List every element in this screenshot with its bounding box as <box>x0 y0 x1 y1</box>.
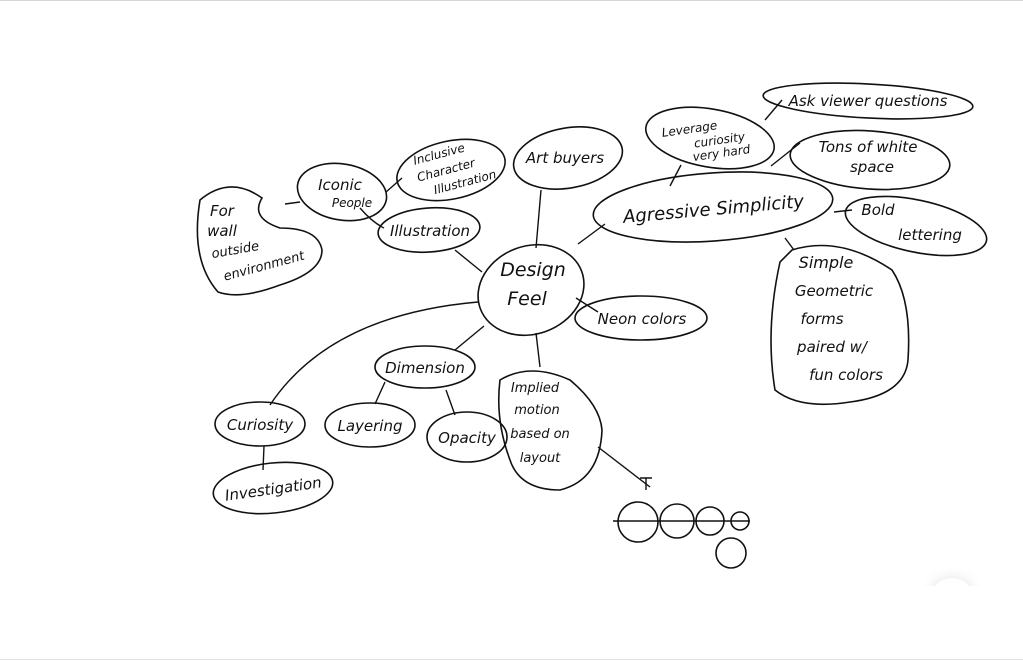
node-label: forms <box>800 310 843 328</box>
node-label: For <box>210 202 235 220</box>
node-label: Neon colors <box>598 310 687 328</box>
node-label: Illustration <box>390 222 470 240</box>
node-inclusive-character-illustration[interactable]: Inclusive Character Illustration <box>391 130 511 210</box>
node-art-buyers[interactable]: Art buyers <box>509 119 628 197</box>
node-label: Implied <box>511 381 560 396</box>
node-implied-motion[interactable]: Implied motion based on layout <box>497 370 603 491</box>
node-aggressive-simplicity[interactable]: Agressive Simplicity <box>591 165 835 250</box>
node-bold-lettering[interactable]: Bold lettering <box>840 186 992 267</box>
canvas-bottom-area <box>900 586 1023 656</box>
node-label: Ask viewer questions <box>788 92 948 110</box>
node-label: Investigation <box>224 473 323 504</box>
node-opacity[interactable]: Opacity <box>426 411 508 463</box>
node-tons-of-white-space[interactable]: Tons of white space <box>788 125 952 194</box>
node-leverage-curiosity[interactable]: Leverage curiosity very hard <box>641 98 779 178</box>
node-label: fun colors <box>809 366 883 384</box>
node-label: lettering <box>898 226 962 244</box>
node-label: Dimension <box>385 359 465 377</box>
node-label: Design <box>500 259 566 281</box>
node-layering[interactable]: Layering <box>324 402 416 448</box>
node-label: Agressive Simplicity <box>621 191 805 228</box>
node-label: Geometric <box>795 282 874 300</box>
node-investigation[interactable]: Investigation <box>211 457 336 519</box>
node-label: based on <box>510 427 570 442</box>
node-label: Bold <box>861 201 895 219</box>
node-label: Curiosity <box>227 416 294 434</box>
node-label: layout <box>520 451 561 466</box>
node-label: Iconic <box>318 176 363 194</box>
node-label: wall <box>207 222 238 240</box>
node-design-feel[interactable]: Design Feel <box>465 230 597 350</box>
node-label: paired w/ <box>796 338 869 356</box>
node-dimension[interactable]: Dimension <box>374 345 476 389</box>
node-neon-colors[interactable]: Neon colors <box>574 295 708 341</box>
node-label: Simple <box>799 253 854 272</box>
node-label: Layering <box>337 417 402 435</box>
node-label: Feel <box>507 288 547 310</box>
node-simple-geometric-forms[interactable]: Simple Geometric forms paired w/ fun col… <box>770 244 910 406</box>
node-label: People <box>332 196 372 210</box>
node-label: motion <box>514 403 560 418</box>
node-label: space <box>850 158 894 176</box>
node-illustration[interactable]: Illustration <box>377 204 482 255</box>
node-curiosity[interactable]: Curiosity <box>214 401 306 447</box>
node-iconic-people[interactable]: Iconic People <box>293 157 391 228</box>
node-label: Art buyers <box>525 149 604 167</box>
node-label: Tons of white <box>819 138 918 156</box>
connectors <box>262 99 853 490</box>
node-label: Opacity <box>438 429 497 447</box>
node-label: outside <box>210 239 260 262</box>
node-ask-viewer-questions[interactable]: Ask viewer questions <box>762 79 974 124</box>
circles-sketch <box>613 501 750 569</box>
